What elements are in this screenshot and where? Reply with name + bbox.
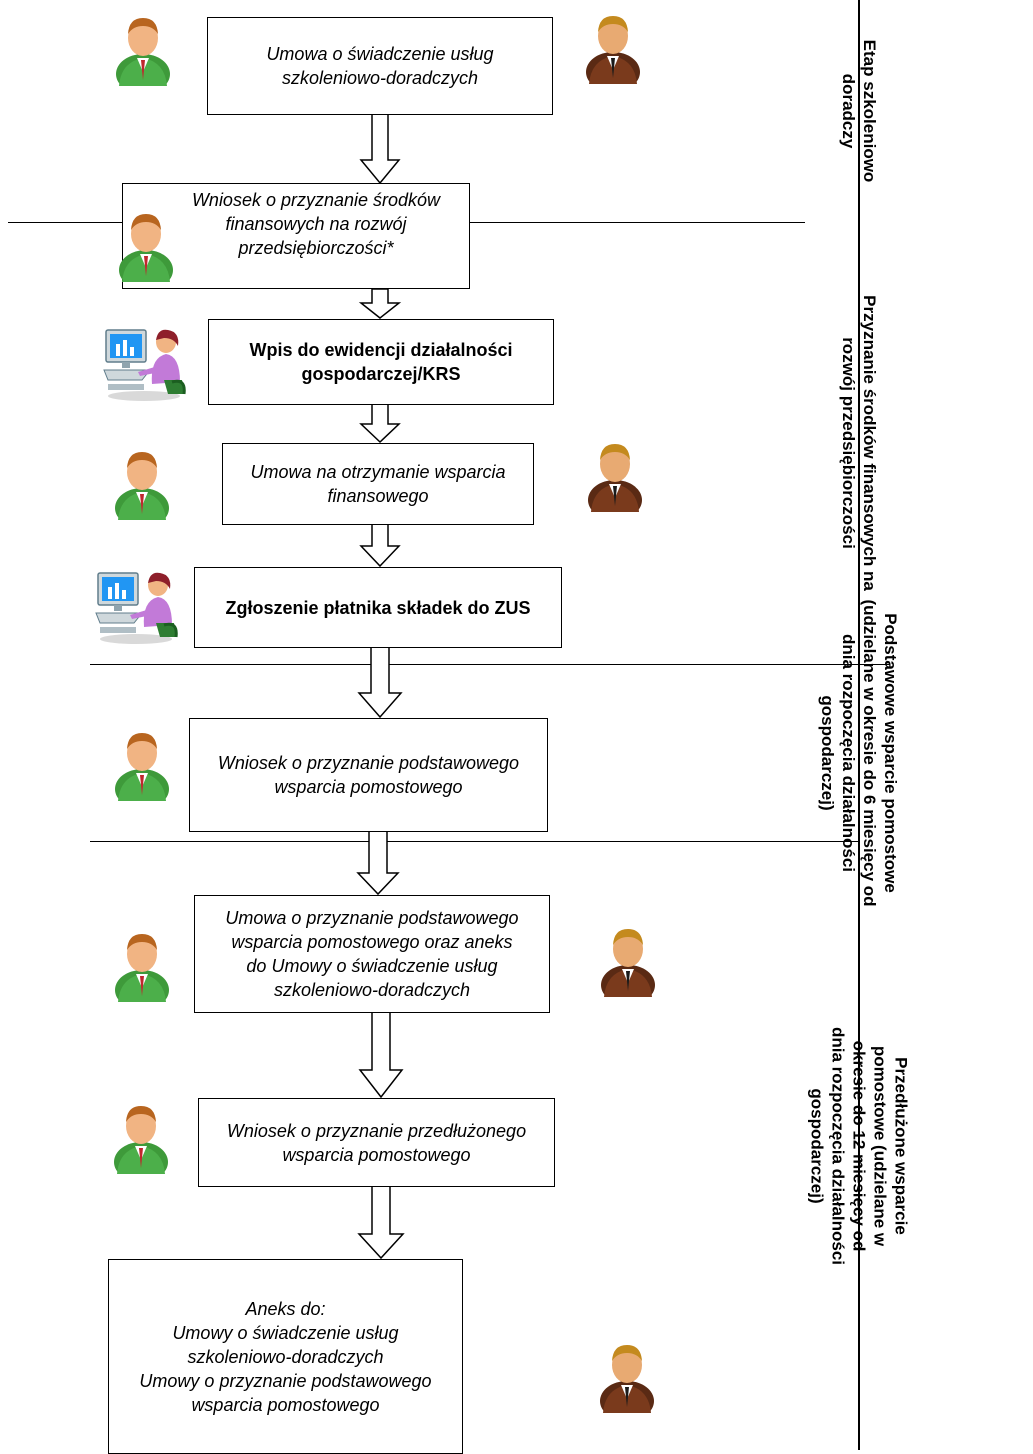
step-annex-text: Aneks do: Umowy o świadczenie usług szko… [139,1298,432,1415]
person-green-icon [116,18,170,86]
flow-arrow [357,1185,405,1260]
step-funds-application-text: Wniosek o przyznanie środków finansowych… [191,190,441,258]
step-basic-bridge-agreement-text: Umowa o przyznanie podstawowego wsparcia… [225,908,519,1000]
flow-arrow [356,830,400,896]
flow-arrow [358,288,402,319]
step-training-agreement-text: Umowa o świadczenie usług szkoleniowo-do… [266,44,494,88]
person-green-icon [114,1106,168,1174]
stage-separator-line [90,664,890,665]
person-brown-icon [586,16,640,84]
step-basic-bridge-application-text: Wniosek o przyznanie podstawowego wsparc… [217,753,520,797]
stage-label-funds: Przyznanie środków finansowych na rozwój… [839,295,879,591]
stage-label-training: Etap szkoleniowo doradczy [839,39,879,183]
person-green-icon [115,733,169,801]
flow-arrow [357,646,403,719]
office-worker-computer-icon [95,572,178,644]
flow-arrow [359,523,401,568]
stage-band-funds: Przyznanie środków finansowych na rozwój… [839,222,879,664]
person-green-icon [119,214,173,282]
step-training-agreement: Umowa o świadczenie usług szkoleniowo-do… [207,17,553,115]
step-business-registration: Wpis do ewidencji działalności gospodarc… [208,319,554,405]
step-basic-bridge-agreement: Umowa o przyznanie podstawowego wsparcia… [194,895,550,1013]
person-green-icon [115,452,169,520]
person-green-icon [115,934,169,1002]
person-brown-icon [588,444,642,512]
stage-separator-line [90,841,860,842]
stage-band-basic-support: Podstawowe wsparcie pomostowe (udzielane… [818,599,900,906]
flow-arrow [359,113,401,185]
person-brown-icon [600,1345,654,1413]
person-brown-icon [601,929,655,997]
step-business-registration-text: Wpis do ewidencji działalności gospodarc… [249,340,513,384]
stage-label-extended-support: Przedłużone wsparcie pomostowe (udzielan… [807,1026,911,1266]
step-extended-bridge-application-text: Wniosek o przyznanie przedłużonego wspar… [226,1120,527,1165]
office-worker-computer-icon [103,329,186,401]
step-financial-support-agreement-text: Umowa na otrzymanie wsparcia finansowego [250,462,506,506]
step-extended-bridge-application: Wniosek o przyznanie przedłużonego wspar… [198,1098,555,1187]
step-zus-registration-text: Zgłoszenie płatnika składek do ZUS [225,597,531,618]
step-basic-bridge-application: Wniosek o przyznanie podstawowego wsparc… [189,718,548,832]
step-annex: Aneks do: Umowy o świadczenie usług szko… [108,1259,463,1454]
stage-band-extended-support: Przedłużone wsparcie pomostowe (udzielan… [808,842,911,1450]
flow-arrow [359,403,401,444]
step-financial-support-agreement: Umowa na otrzymanie wsparcia finansowego [222,443,534,525]
stage-band-training: Etap szkoleniowo doradczy [839,0,879,222]
flow-arrow [358,1011,404,1099]
step-funds-application: Wniosek o przyznanie środków finansowych… [122,183,470,289]
step-zus-registration: Zgłoszenie płatnika składek do ZUS [194,567,562,648]
